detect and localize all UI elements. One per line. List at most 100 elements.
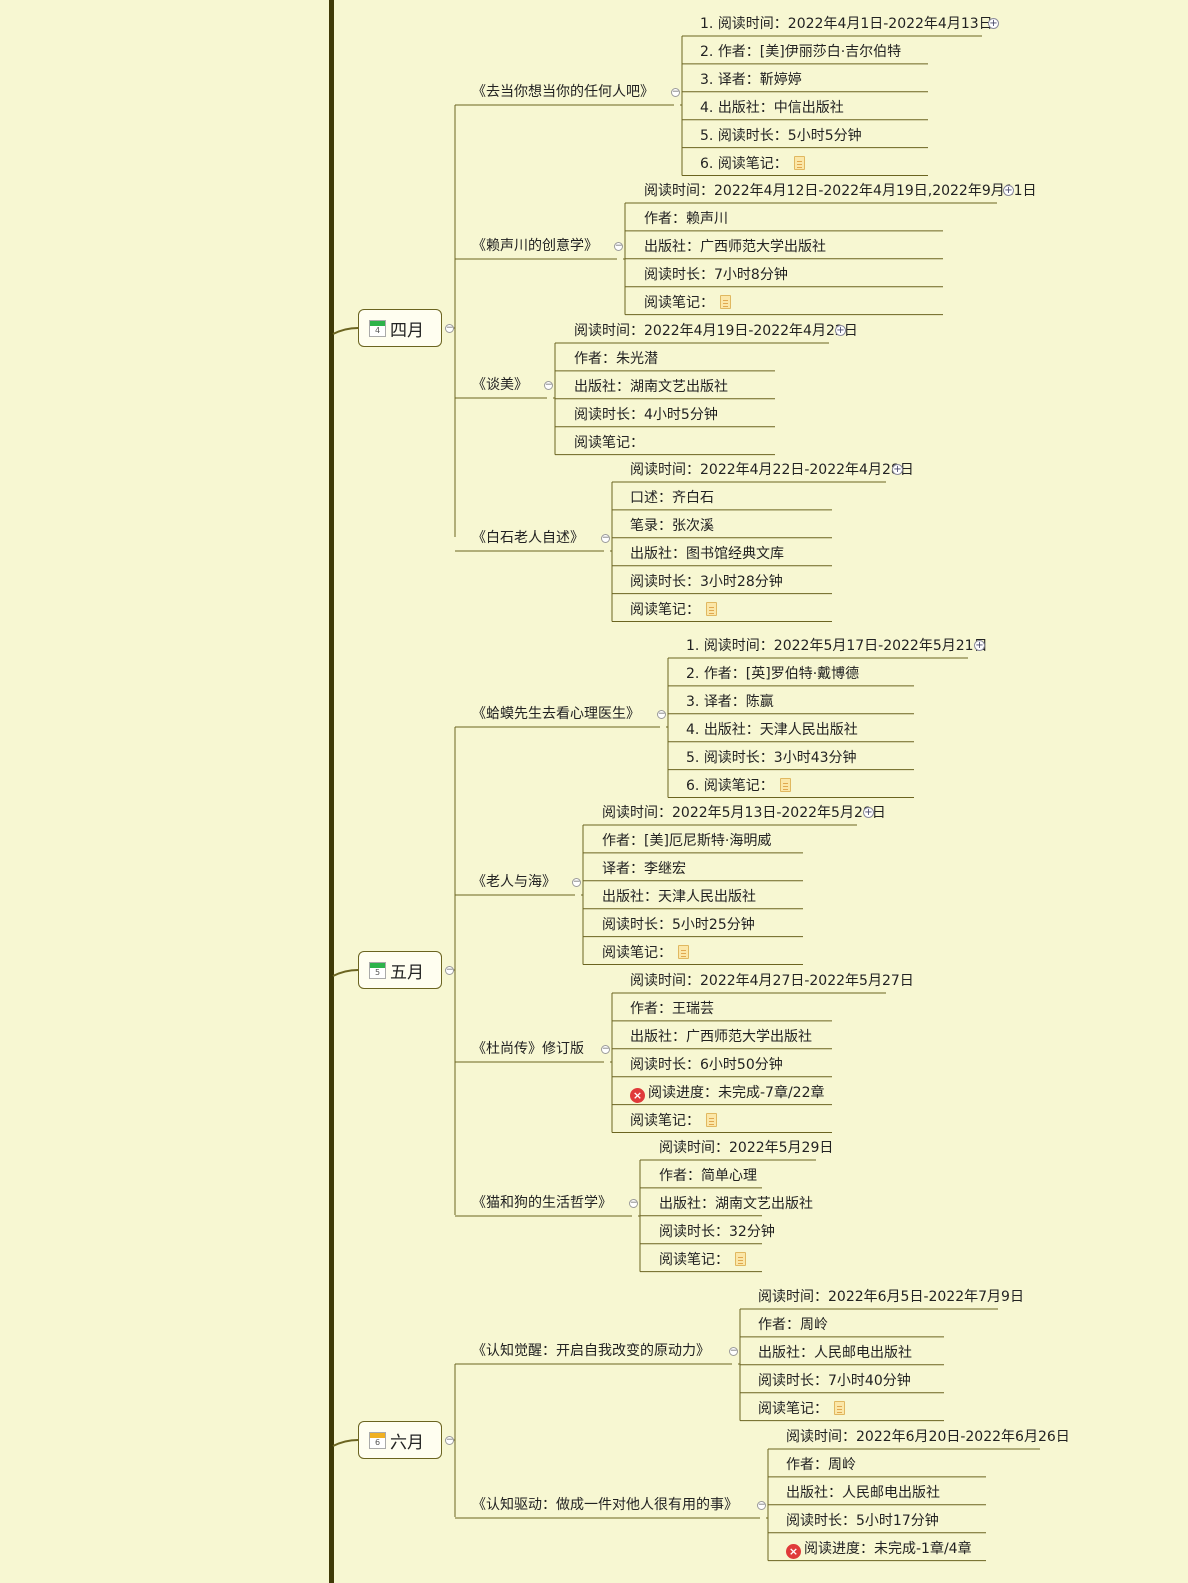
attribute-text: 译者：靳婷婷 xyxy=(717,71,802,88)
note-icon[interactable] xyxy=(706,601,717,616)
note-icon[interactable] xyxy=(779,777,791,792)
attribute-text: 阅读时间：2022年6月20日-2022年6月26日 xyxy=(786,1429,1070,1445)
book-attribute: 阅读笔记： xyxy=(630,601,717,619)
book-title[interactable]: 《认知驱动：做成一件对他人很有用的事》 xyxy=(472,1497,738,1513)
collapse-toggle[interactable]: − xyxy=(601,1044,610,1054)
book-attribute: 1. 阅读时间：2022年5月17日-2022年5月21日 xyxy=(686,637,988,655)
book-attribute: 1. 阅读时间：2022年4月1日-2022年4月13日 xyxy=(700,15,993,33)
attribute-text: 阅读笔记： xyxy=(630,1112,700,1129)
collapse-toggle[interactable]: − xyxy=(729,1346,738,1356)
attribute-text: 出版社：人民邮电出版社 xyxy=(758,1344,912,1361)
note-icon[interactable] xyxy=(793,155,805,170)
note-icon[interactable] xyxy=(678,944,689,959)
attribute-number: 6. xyxy=(686,777,704,794)
book-attribute: 5. 阅读时长：5小时5分钟 xyxy=(700,127,862,145)
attribute-text: 阅读时长：4小时5分钟 xyxy=(574,406,718,423)
attribute-text: 阅读时长：5小时25分钟 xyxy=(602,916,755,933)
calendar-icon-number: 5 xyxy=(374,967,381,977)
attribute-text: 阅读时间：2022年4月1日-2022年4月13日 xyxy=(717,16,993,32)
book-attribute: 阅读笔记： xyxy=(659,1251,746,1269)
collapse-toggle[interactable]: − xyxy=(572,877,581,887)
attribute-text: 阅读时长：6小时50分钟 xyxy=(630,1056,783,1073)
attribute-text: 阅读笔记： xyxy=(574,434,644,451)
expand-toggle[interactable]: + xyxy=(988,18,999,29)
collapse-toggle[interactable]: − xyxy=(757,1500,766,1510)
attribute-text: 出版社：湖南文艺出版社 xyxy=(659,1195,813,1212)
collapse-toggle[interactable]: − xyxy=(671,87,680,97)
collapse-toggle[interactable]: − xyxy=(614,241,623,251)
collapse-toggle[interactable]: − xyxy=(445,1435,454,1445)
note-icon[interactable] xyxy=(834,1400,845,1415)
book-title[interactable]: 《去当你想当你的任何人吧》 xyxy=(472,84,654,100)
note-icon[interactable] xyxy=(735,1251,746,1266)
collapse-toggle[interactable]: − xyxy=(601,533,610,543)
book-attribute: 出版社：人民邮电出版社 xyxy=(786,1484,940,1502)
book-title[interactable]: 《白石老人自述》 xyxy=(472,530,584,546)
expand-toggle[interactable]: + xyxy=(1003,185,1014,196)
book-attribute: 阅读笔记： xyxy=(758,1400,845,1418)
attribute-text: 阅读笔记： xyxy=(703,777,774,794)
expand-toggle[interactable]: + xyxy=(974,640,985,651)
attribute-text: 笔录：张次溪 xyxy=(630,517,714,534)
book-attribute: 阅读时长：6小时50分钟 xyxy=(630,1056,783,1074)
book-attribute: 作者：[美]厄尼斯特·海明威 xyxy=(602,832,771,850)
book-title[interactable]: 《猫和狗的生活哲学》 xyxy=(472,1195,612,1211)
attribute-number: 4. xyxy=(686,721,704,738)
attribute-text: 作者：周岭 xyxy=(758,1316,828,1333)
attribute-text: 阅读时间：2022年5月17日-2022年5月21日 xyxy=(703,638,988,654)
expand-toggle[interactable]: + xyxy=(835,325,846,336)
book-attribute: 阅读时长：4小时5分钟 xyxy=(574,406,718,424)
attribute-number: 3. xyxy=(700,71,718,88)
attribute-number: 1. xyxy=(700,16,718,32)
collapse-toggle[interactable]: − xyxy=(445,323,454,333)
attribute-text: 作者：朱光潜 xyxy=(574,350,658,367)
attribute-text: 出版社：人民邮电出版社 xyxy=(786,1484,940,1501)
book-attribute: 作者：周岭 xyxy=(758,1316,828,1334)
book-title[interactable]: 《老人与海》 xyxy=(472,874,556,890)
book-attribute: 阅读时长：32分钟 xyxy=(659,1223,775,1241)
book-attribute: 2. 作者：[美]伊丽莎白·吉尔伯特 xyxy=(700,43,901,61)
attribute-text: 阅读时间：2022年5月13日-2022年5月28日 xyxy=(602,805,886,821)
calendar-icon-number: 4 xyxy=(374,325,381,335)
calendar-icon: 5 xyxy=(369,961,386,979)
book-attribute: 作者：简单心理 xyxy=(659,1167,757,1185)
note-icon[interactable] xyxy=(706,1112,717,1127)
collapse-toggle[interactable]: − xyxy=(629,1198,638,1208)
book-title[interactable]: 《认知觉醒：开启自我改变的原动力》 xyxy=(472,1343,710,1359)
book-title[interactable]: 《杜尚传》修订版 xyxy=(472,1041,584,1057)
book-attribute: 阅读时间：2022年5月29日 xyxy=(659,1139,833,1157)
book-title[interactable]: 《蛤蟆先生去看心理医生》 xyxy=(472,706,640,722)
book-attribute: 作者：周岭 xyxy=(786,1456,856,1474)
attribute-text: 出版社：湖南文艺出版社 xyxy=(574,378,728,395)
attribute-text: 阅读时间：2022年6月5日-2022年7月9日 xyxy=(758,1289,1024,1305)
attribute-text: 阅读时间：2022年4月22日-2022年4月28日 xyxy=(630,462,914,478)
book-attribute: 2. 作者：[英]罗伯特·戴博德 xyxy=(686,665,859,683)
attribute-number: 2. xyxy=(700,43,718,60)
book-title[interactable]: 《谈美》 xyxy=(472,377,528,393)
attribute-text: 阅读笔记： xyxy=(717,155,788,172)
attribute-text: 阅读时间：2022年4月19日-2022年4月22日 xyxy=(574,323,858,339)
attribute-text: 出版社：天津人民出版社 xyxy=(703,721,858,738)
expand-toggle[interactable]: + xyxy=(892,464,903,475)
collapse-toggle[interactable]: − xyxy=(544,380,553,390)
note-icon[interactable] xyxy=(720,294,731,309)
attribute-text: 作者：[英]罗伯特·戴博德 xyxy=(703,665,860,682)
book-attribute: 阅读笔记： xyxy=(602,944,689,962)
attribute-text: 口述：齐白石 xyxy=(630,489,714,506)
attribute-text: 作者：周岭 xyxy=(786,1456,856,1473)
attribute-text: 阅读时间：2022年4月12日-2022年4月19日,2022年9月11日 xyxy=(644,183,1037,199)
attribute-text: 出版社：广西师范大学出版社 xyxy=(630,1028,812,1045)
incomplete-icon: × xyxy=(786,1543,801,1559)
collapse-toggle[interactable]: − xyxy=(445,965,454,975)
expand-toggle[interactable]: + xyxy=(863,807,874,818)
calendar-icon-number: 6 xyxy=(374,1437,381,1447)
book-attribute: 3. 译者：靳婷婷 xyxy=(700,71,802,89)
attribute-text: 阅读时长：5小时17分钟 xyxy=(786,1512,939,1529)
book-title[interactable]: 《赖声川的创意学》 xyxy=(472,238,598,254)
attribute-number: 6. xyxy=(700,155,718,172)
book-attribute: 作者：赖声川 xyxy=(644,210,728,228)
collapse-toggle[interactable]: − xyxy=(657,709,666,719)
